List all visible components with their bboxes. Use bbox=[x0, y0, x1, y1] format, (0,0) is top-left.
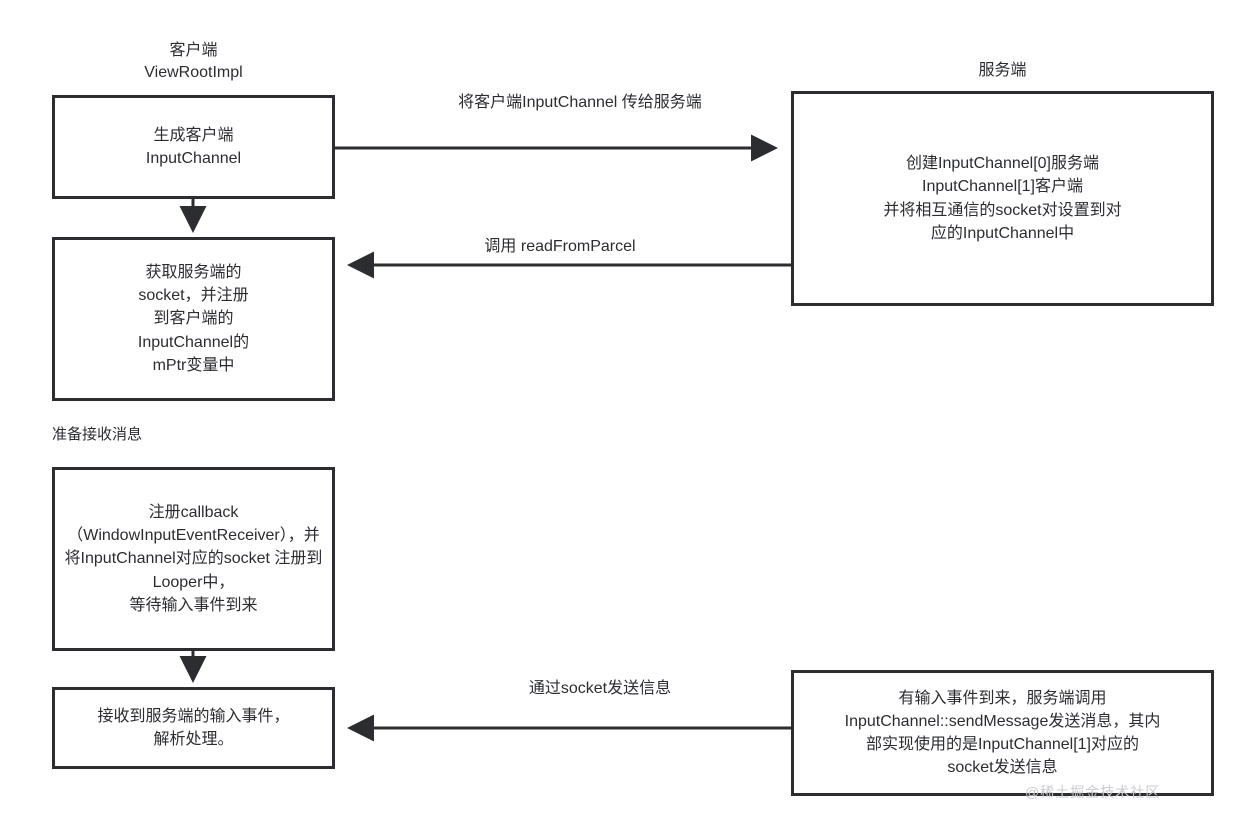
node-server-send-message-label: 有输入事件到来，服务端调用 InputChannel::sendMessage发… bbox=[844, 689, 1161, 777]
node-client-register-socket[interactable]: 获取服务端的 socket，并注册 到客户端的 InputChannel的 mP… bbox=[52, 237, 335, 401]
edge-label-send-via-socket: 通过socket发送信息 bbox=[528, 680, 672, 697]
node-server-create-inputchannel-pair-label: 创建InputChannel[0]服务端 InputChannel[1]客户端 … bbox=[883, 155, 1122, 242]
node-client-receive-event[interactable]: 接收到服务端的输入事件， 解析处理。 bbox=[52, 687, 335, 769]
node-server-send-message[interactable]: 有输入事件到来，服务端调用 InputChannel::sendMessage发… bbox=[791, 670, 1214, 796]
watermark: @稀土掘金技术社区 bbox=[1025, 784, 1161, 800]
node-server-create-inputchannel-pair[interactable]: 创建InputChannel[0]服务端 InputChannel[1]客户端 … bbox=[791, 91, 1214, 306]
node-client-register-callback[interactable]: 注册callback （WindowInputEventReceiver），并将… bbox=[52, 467, 335, 651]
caption-prepare-receive-message: 准备接收消息 bbox=[52, 426, 143, 443]
edge-label-pass-channel: 将客户端InputChannel 传给服务端 bbox=[458, 94, 702, 111]
edge-label-read-from-parcel: 调用 readFromParcel bbox=[484, 238, 636, 255]
node-client-register-callback-label: 注册callback （WindowInputEventReceiver），并将… bbox=[64, 504, 323, 614]
caption-client: 客户端 ViewRootImpl bbox=[144, 42, 243, 81]
node-client-create-inputchannel[interactable]: 生成客户端 InputChannel bbox=[52, 95, 335, 199]
node-client-receive-event-label: 接收到服务端的输入事件， 解析处理。 bbox=[97, 707, 290, 748]
caption-server: 服务端 bbox=[978, 62, 1027, 79]
node-client-create-inputchannel-label: 生成客户端 InputChannel bbox=[145, 126, 242, 167]
node-client-register-socket-label: 获取服务端的 socket，并注册 到客户端的 InputChannel的 mP… bbox=[137, 264, 250, 374]
